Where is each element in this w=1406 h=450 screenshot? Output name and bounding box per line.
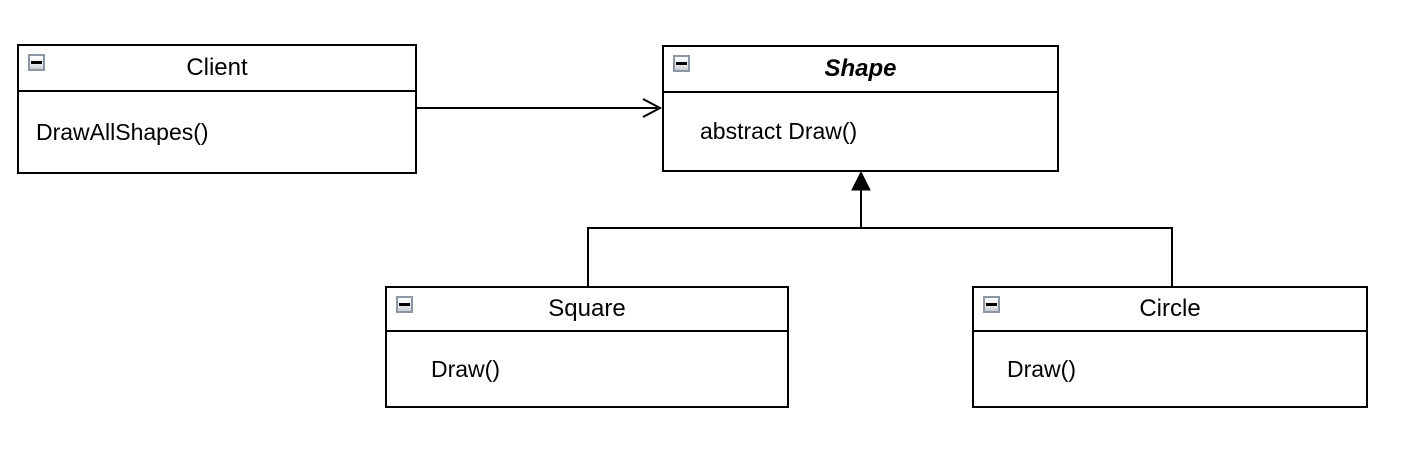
class-members: Draw() xyxy=(387,332,787,406)
collapse-button[interactable] xyxy=(28,54,45,71)
edge-generalization-tree[interactable] xyxy=(587,170,1173,286)
minus-icon xyxy=(676,62,687,65)
class-name: Client xyxy=(186,54,248,81)
collapse-button[interactable] xyxy=(673,55,690,72)
open-arrowhead-icon xyxy=(642,98,663,118)
method-label: DrawAllShapes() xyxy=(36,118,209,145)
class-node-shape[interactable]: Shape abstract Draw() xyxy=(662,45,1059,172)
class-name: Shape xyxy=(824,55,897,82)
class-node-client[interactable]: Client DrawAllShapes() xyxy=(17,44,417,174)
method-label: Draw() xyxy=(431,355,500,382)
solid-triangle-arrowhead-icon xyxy=(851,170,871,191)
minus-icon xyxy=(31,61,42,64)
minus-icon xyxy=(399,303,410,306)
class-members: Draw() xyxy=(974,332,1366,406)
collapse-button[interactable] xyxy=(983,296,1000,313)
minus-icon xyxy=(986,303,997,306)
class-node-circle[interactable]: Circle Draw() xyxy=(972,286,1368,408)
class-members: abstract Draw() xyxy=(664,93,1057,170)
class-title-bar: Shape xyxy=(664,47,1057,93)
method-label: Draw() xyxy=(1007,355,1076,382)
class-name: Circle xyxy=(1139,295,1201,322)
class-title-bar: Square xyxy=(387,288,787,332)
class-title-bar: Client xyxy=(19,46,415,92)
class-title-bar: Circle xyxy=(974,288,1366,332)
collapse-button[interactable] xyxy=(396,296,413,313)
class-node-square[interactable]: Square Draw() xyxy=(385,286,789,408)
method-label: abstract Draw() xyxy=(700,118,858,144)
class-members: DrawAllShapes() xyxy=(19,92,415,172)
class-name: Square xyxy=(548,295,626,322)
edge-client-to-shape[interactable] xyxy=(417,98,663,118)
